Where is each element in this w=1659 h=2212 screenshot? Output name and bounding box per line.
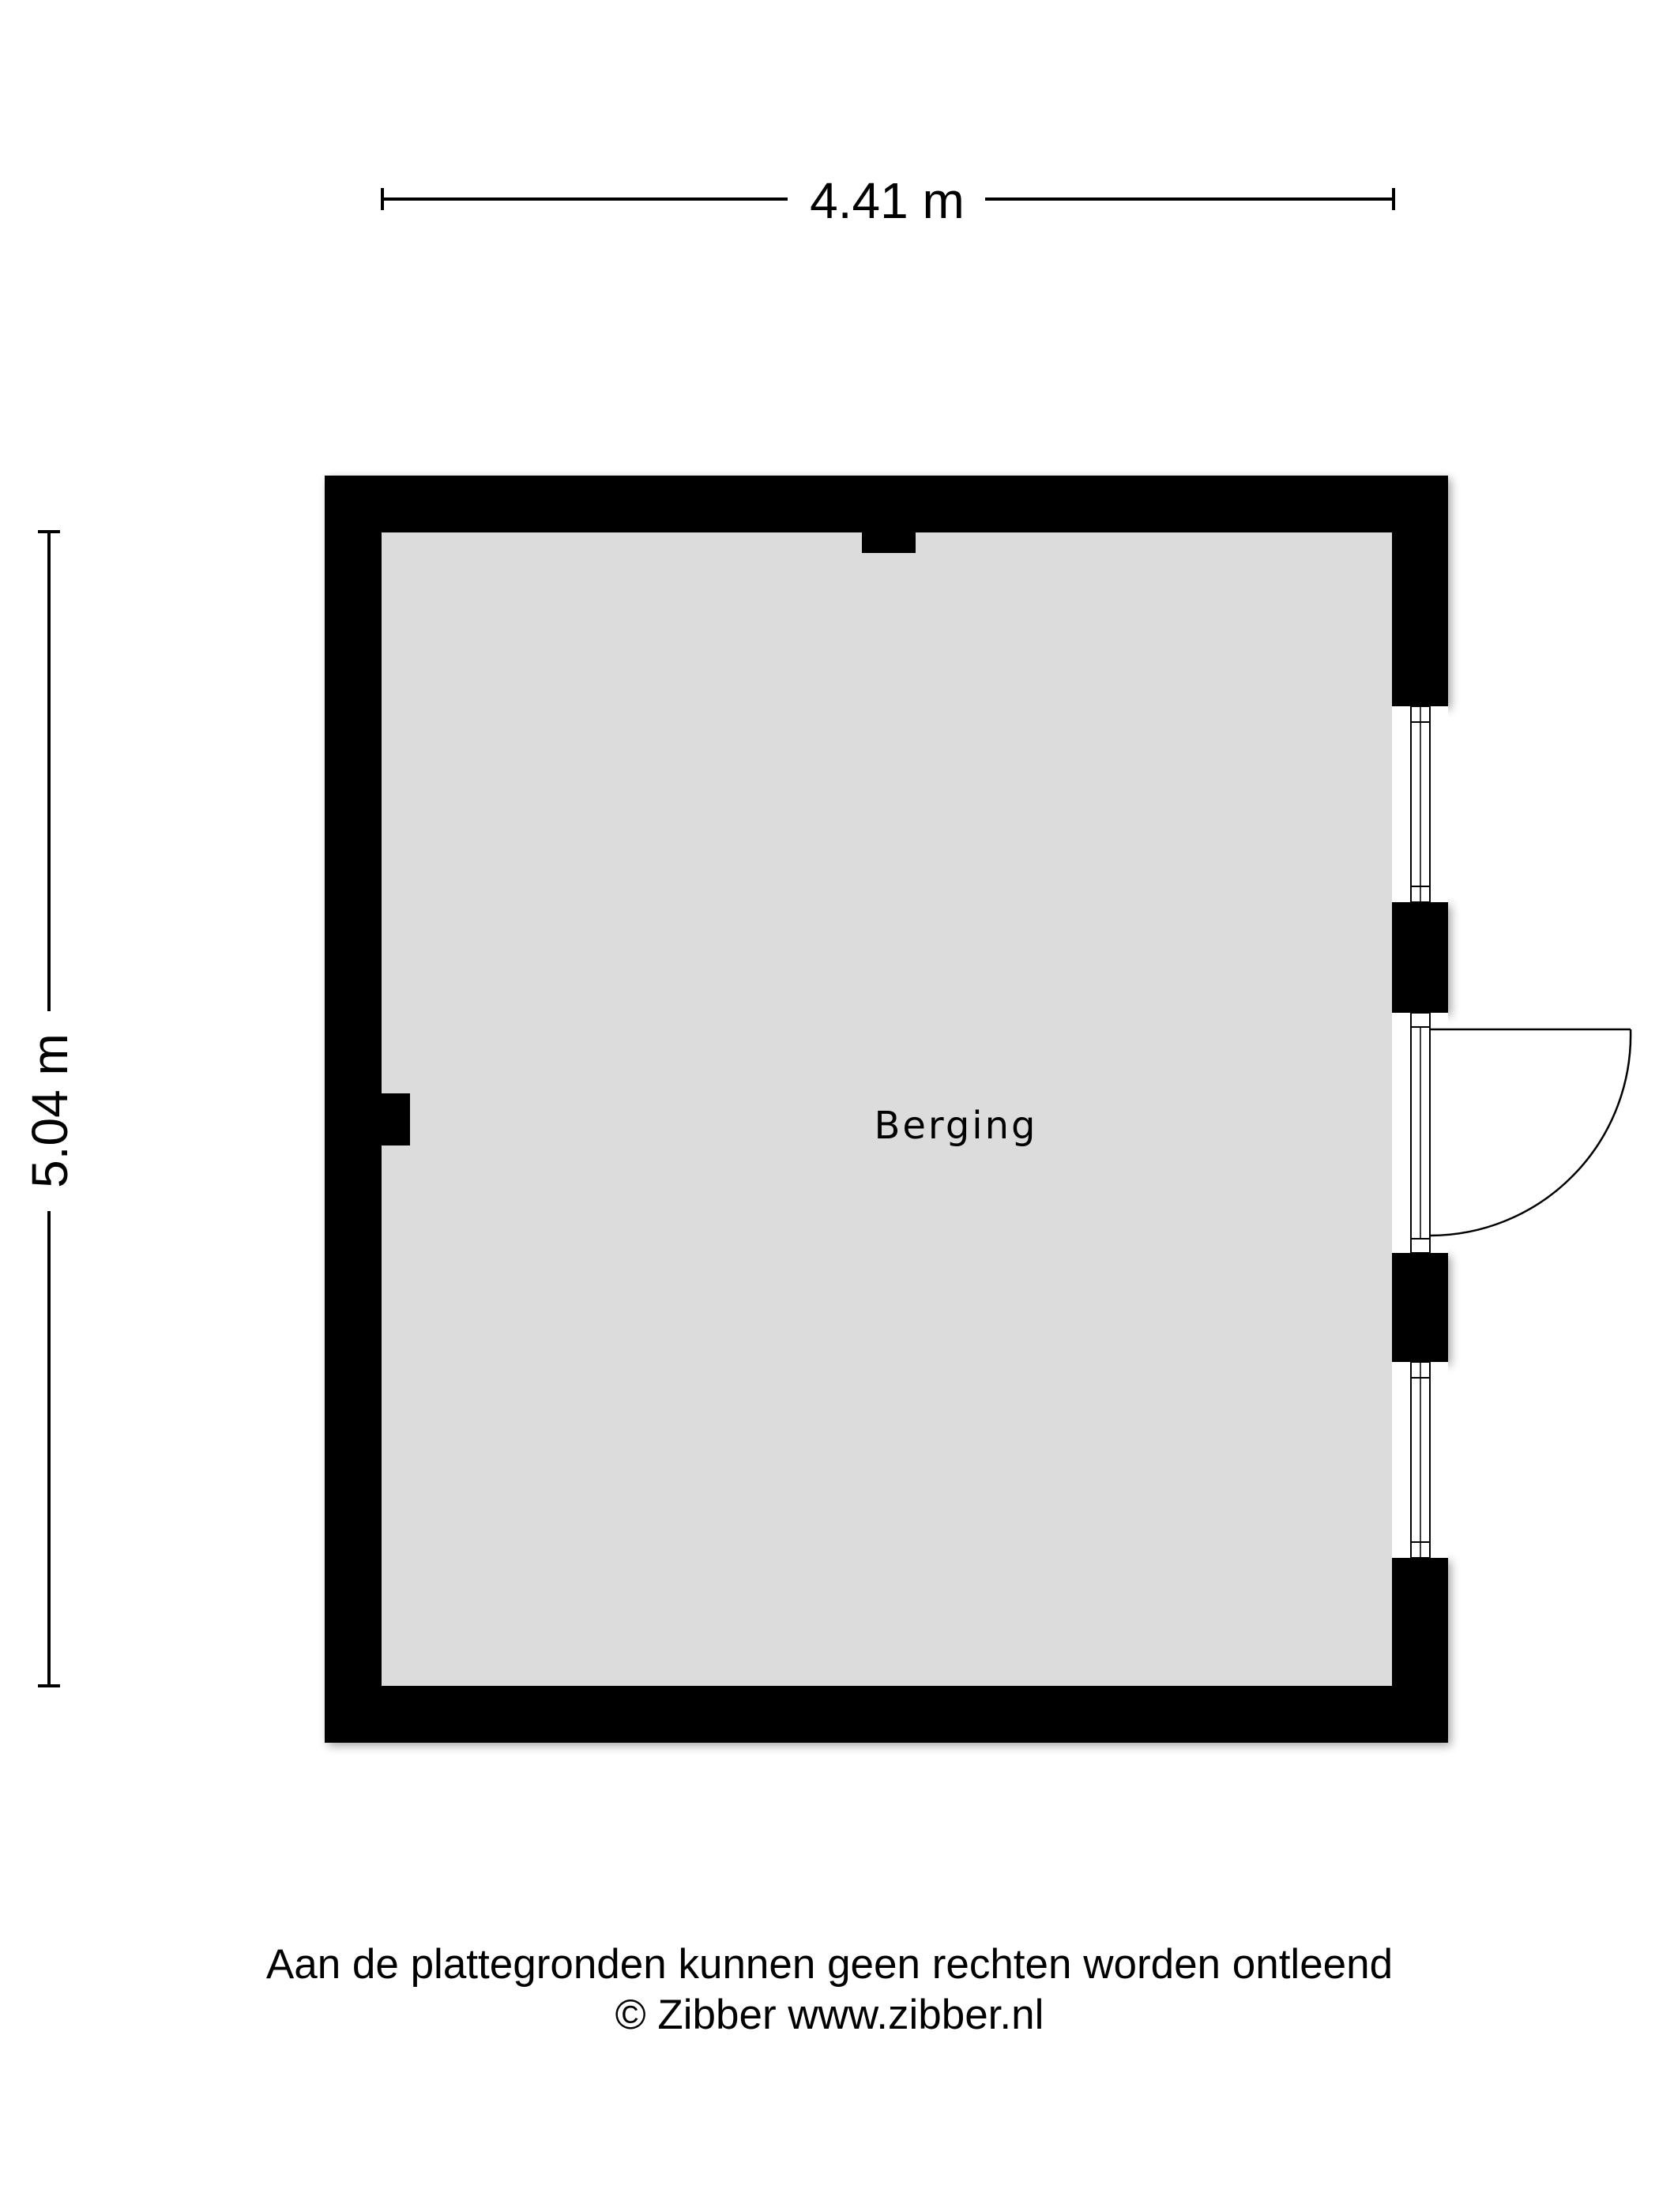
wall-right-mid-lower <box>1392 1253 1448 1362</box>
wall-left <box>325 476 382 1743</box>
width-dimension: 4.41 m <box>381 172 1395 229</box>
window-lower <box>1392 1361 1448 1559</box>
room-floor <box>382 532 1392 1686</box>
room-label: Berging <box>874 1104 1037 1148</box>
disclaimer-text: Aan de plattegronden kunnen geen rechten… <box>265 1941 1394 1988</box>
wall-protrusion-left <box>382 1093 410 1146</box>
door-swing-arc <box>1429 1029 1632 1237</box>
wall-bottom <box>325 1686 1448 1743</box>
wall-top <box>325 476 1448 532</box>
door <box>1392 1012 1632 1254</box>
wall-protrusion-top <box>862 532 916 553</box>
wall-right-top <box>1392 476 1448 706</box>
height-dimension-label: 5.04 m <box>21 1033 78 1188</box>
width-dimension-label: 4.41 m <box>810 172 965 229</box>
walls <box>325 476 1448 1743</box>
copyright-text: © Zibber www.zibber.nl <box>615 1992 1044 2038</box>
wall-right-bottom <box>1392 1558 1448 1743</box>
wall-right-mid-upper <box>1392 902 1448 1013</box>
height-dimension: 5.04 m <box>21 530 78 1687</box>
window-upper <box>1392 705 1448 903</box>
